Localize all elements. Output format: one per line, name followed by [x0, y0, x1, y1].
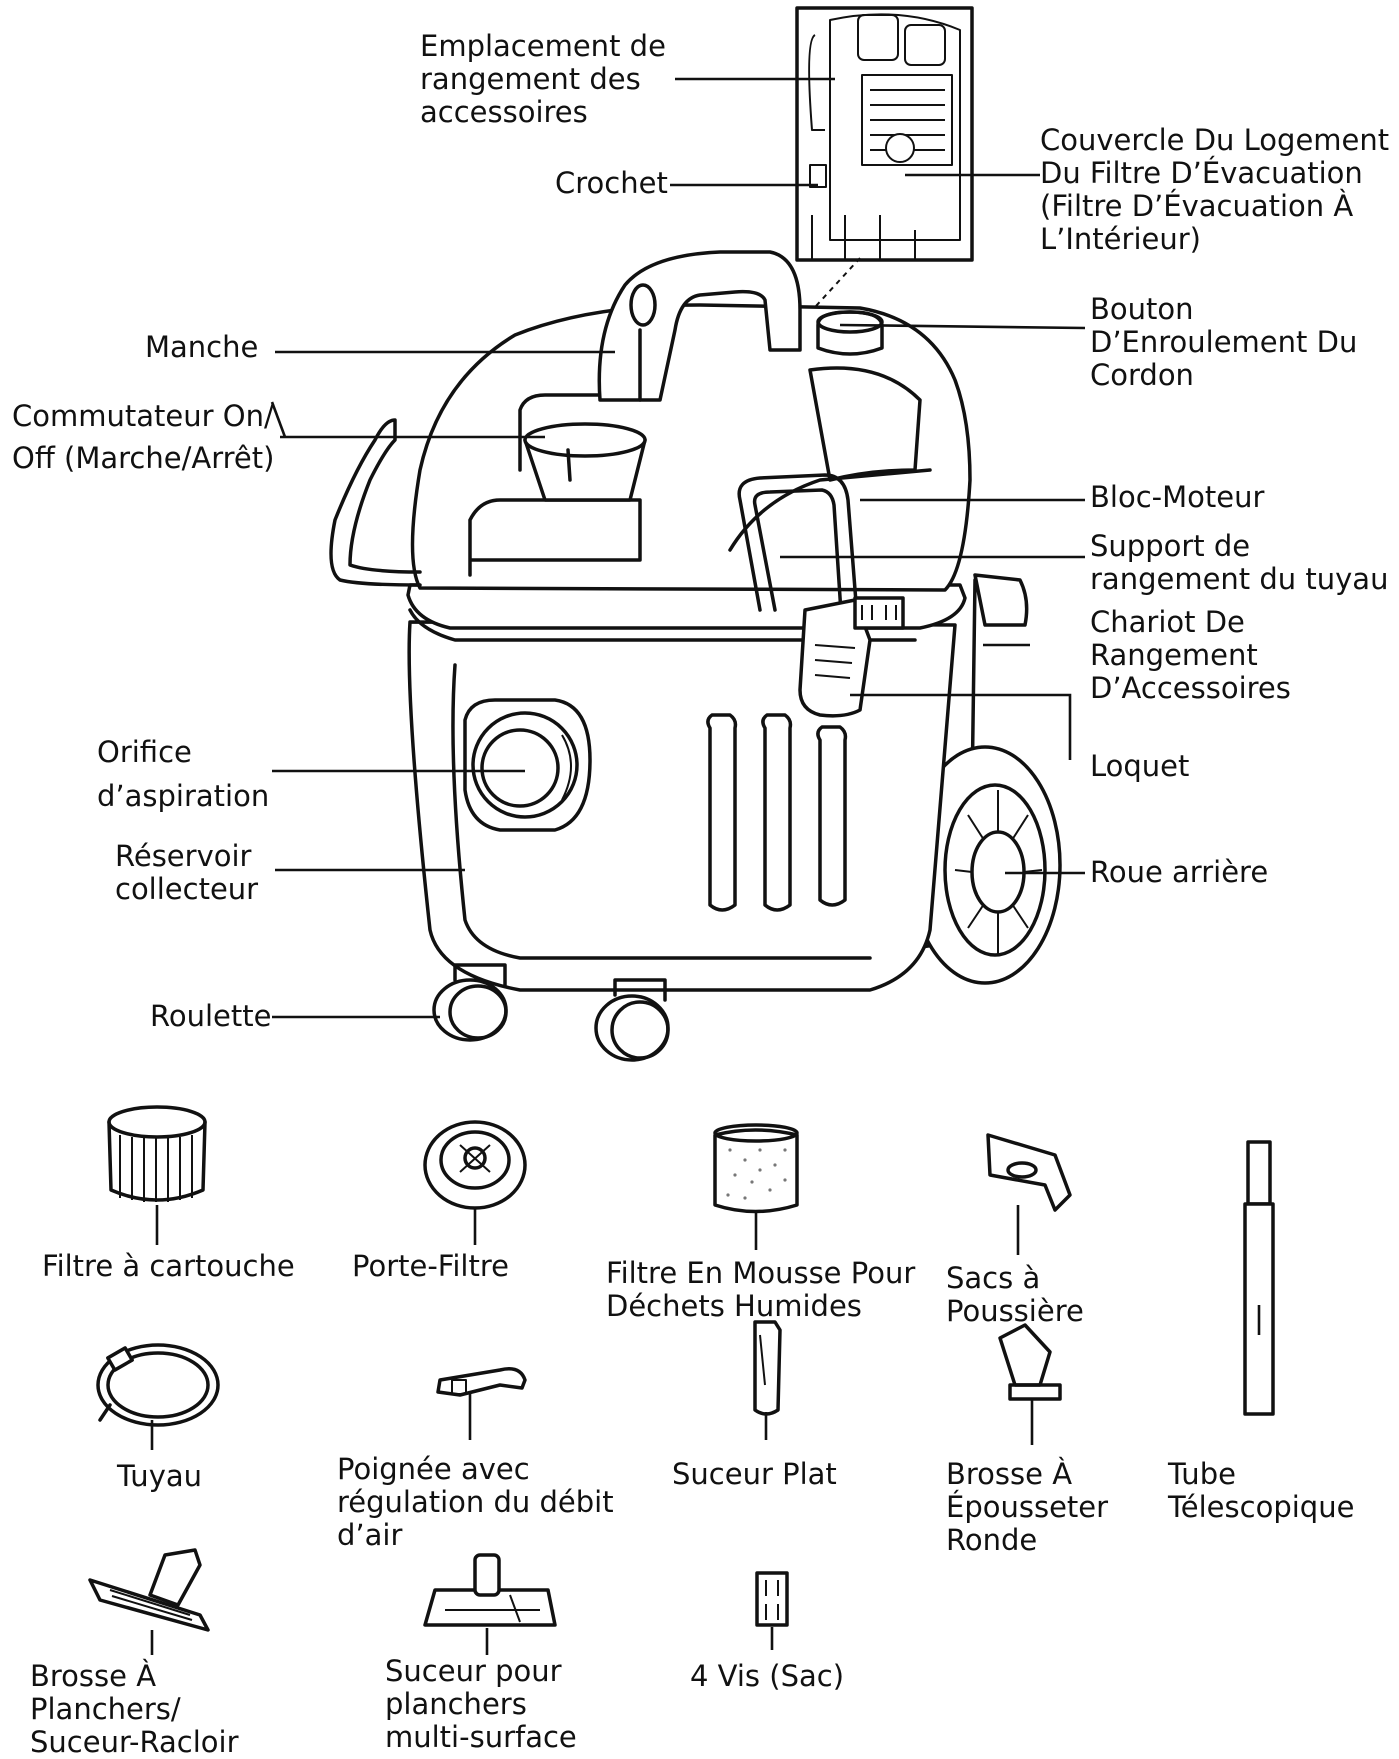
label-cord-wrap-button: Bouton D’Enroulement Du Cordon [1090, 292, 1358, 392]
round-brush-icon [998, 1323, 1062, 1445]
label-rear-wheel: Roue arrière [1090, 855, 1269, 889]
leader-cord-wrap [839, 323, 1086, 330]
label-exhaust-filter-cover: Couvercle Du Logement Du Filtre D’Évacua… [1040, 123, 1390, 256]
label-suction-port: Orifice d’aspiration [97, 735, 270, 813]
label-hose-storage: Support de rangement du tuyau [1090, 529, 1389, 596]
label-hook: Crochet [555, 166, 668, 200]
leader-latch [850, 693, 1072, 760]
label-handle: Manche [145, 330, 259, 364]
telescopic-tube-icon [1243, 1140, 1275, 1416]
label-caster: Roulette [150, 999, 272, 1033]
label-power-head: Bloc-Moteur [1090, 480, 1265, 514]
dust-bag-icon [986, 1133, 1072, 1255]
vacuum-body [329, 250, 1062, 1062]
accessory-label-hose: Tuyau [117, 1459, 203, 1493]
accessory-label-handle-airflow: Poignée avec régulation du débit d’air [337, 1452, 614, 1552]
accessory-label-dust-bags: Sacs à Poussière [946, 1261, 1084, 1328]
label-power-switch: Commutateur On/ Off (Marche/Arrêt) [12, 399, 275, 475]
accessory-label-round-brush: Brosse À Épousseter Ronde [946, 1457, 1109, 1557]
floor-brush-icon [88, 1548, 210, 1655]
label-latch: Loquet [1090, 749, 1190, 783]
handle-airflow-icon [436, 1367, 527, 1440]
leader-switch-slash [270, 401, 287, 438]
accessory-label-cartridge-filter: Filtre à cartouche [42, 1249, 295, 1283]
filter-holder-icon [423, 1120, 527, 1245]
foam-filter-icon [713, 1123, 799, 1250]
multi-surface-nozzle-icon [423, 1553, 557, 1655]
accessory-label-foam-filter: Filtre En Mousse Pour Déchets Humides [606, 1256, 916, 1323]
label-accessory-caddy: Chariot De Rangement D’Accessoires [1090, 605, 1291, 705]
cartridge-filter-icon [107, 1105, 207, 1245]
accessory-label-telescopic-tube: Tube Télescopique [1168, 1457, 1355, 1524]
accessory-label-floor-brush: Brosse À Planchers/ Suceur-Racloir [30, 1659, 239, 1759]
callout-lines [270, 77, 1086, 1019]
accessory-label-screws: 4 Vis (Sac) [690, 1659, 845, 1693]
accessory-label-filter-holder: Porte-Filtre [352, 1249, 509, 1283]
accessory-label-crevice-tool: Suceur Plat [672, 1457, 837, 1491]
inset-detail [795, 6, 974, 319]
accessory-label-multi-surface: Suceur pour planchers multi-surface [385, 1654, 577, 1754]
label-accessory-storage: Emplacement de rangement des accessoires [420, 29, 666, 129]
hose-icon [96, 1343, 220, 1450]
label-tank: Réservoir collecteur [115, 839, 259, 906]
screws-icon [755, 1571, 789, 1650]
crevice-tool-icon [753, 1320, 782, 1440]
